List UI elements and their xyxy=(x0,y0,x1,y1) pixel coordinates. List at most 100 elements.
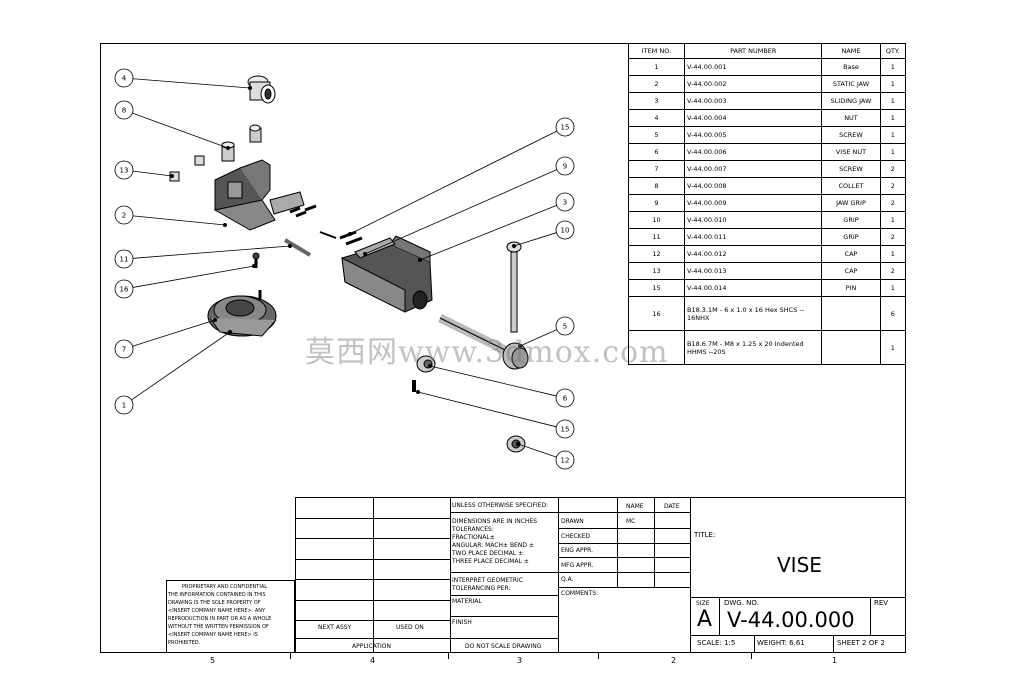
bom-item-no: 6 xyxy=(628,143,685,161)
bom-part-number: B18.3.1M - 6 x 1.0 x 16 Hex SHCS -- 16NH… xyxy=(683,296,823,331)
balloon-leader-end xyxy=(247,86,252,91)
bom-qty: 2 xyxy=(879,177,907,195)
balloon-12: 12 xyxy=(516,441,575,470)
finish-label: FINISH xyxy=(452,619,472,626)
balloon-leader-end xyxy=(415,389,420,394)
proprietary-box xyxy=(166,580,295,653)
balloon-label: 10 xyxy=(561,227,570,235)
balloon-label: 6 xyxy=(563,395,568,403)
title-label: TITLE: xyxy=(694,531,716,539)
balloon-circle xyxy=(114,249,134,269)
balloon-circle xyxy=(114,205,134,225)
balloon-6: 6 xyxy=(427,363,575,408)
balloon-leader xyxy=(132,245,291,259)
balloon-11: 11 xyxy=(114,243,292,269)
balloon-leader xyxy=(131,331,231,401)
balloon-circle xyxy=(555,419,575,439)
balloon-leader-end xyxy=(516,441,521,446)
balloon-label: 8 xyxy=(122,107,126,115)
balloon-label: 15 xyxy=(561,124,570,132)
bom-item-no: 12 xyxy=(628,245,685,263)
bom-qty: 1 xyxy=(879,211,907,229)
bom-header-name: NAME xyxy=(821,43,881,59)
balloon-label: 16 xyxy=(120,286,129,294)
bom-qty: 1 xyxy=(879,58,907,76)
balloon-leader-end xyxy=(251,263,256,268)
drawing-title: VISE xyxy=(777,553,822,577)
proprietary-line: <INSERT COMPANY NAME HERE> IS xyxy=(168,632,258,638)
part-screw-long xyxy=(438,313,529,370)
bom-part-name: CAP xyxy=(821,262,881,280)
balloon-leader-end xyxy=(512,243,517,248)
balloon-circle xyxy=(555,316,575,336)
bom-qty: 1 xyxy=(879,92,907,110)
zone-label: 3 xyxy=(517,656,523,665)
angular-label: ANGULAR: MACH± BEND ± xyxy=(452,542,534,549)
balloon-label: 3 xyxy=(563,199,567,207)
balloon-leader xyxy=(513,232,557,247)
bom-part-name xyxy=(821,296,881,331)
zone-label: 5 xyxy=(210,656,216,665)
bom-item-no: 7 xyxy=(628,160,685,178)
bom-item-no: 8 xyxy=(628,177,685,195)
drawn-name: MC xyxy=(626,518,636,525)
bom-part-number: V-44.00.002 xyxy=(683,75,823,93)
bom-item-no: 1 xyxy=(628,58,685,76)
bom-part-name: SCREW xyxy=(821,160,881,178)
two-place-label: TWO PLACE DECIMAL ± xyxy=(452,550,524,557)
watermark-text: 莫西网www.3dmox.com xyxy=(305,335,669,370)
zone-tick xyxy=(751,653,752,659)
balloon-circle xyxy=(114,160,134,180)
bom-header-item: ITEM NO. xyxy=(628,43,685,59)
balloon-leader-end xyxy=(347,231,352,236)
balloon-circle xyxy=(114,395,134,415)
balloon-label: 1 xyxy=(122,402,126,410)
bom-part-name: SCREW xyxy=(821,126,881,144)
qa-label: Q.A. xyxy=(561,576,574,583)
bom-part-name: COLLET xyxy=(821,177,881,195)
zone-label: 2 xyxy=(671,656,677,665)
balloon-9: 9 xyxy=(362,156,575,256)
part-grip-rod xyxy=(506,241,522,333)
balloon-leader xyxy=(132,170,173,177)
bom-part-number: V-44.00.010 xyxy=(683,211,823,229)
bom-item-no: 2 xyxy=(628,75,685,93)
balloon-leader xyxy=(519,329,557,347)
bom-qty: 1 xyxy=(879,126,907,144)
part-sliding-jaw xyxy=(341,235,433,313)
part-base xyxy=(207,290,277,337)
proprietary-line: REPRODUCTION IN PART OR AS A WHOLE xyxy=(168,616,272,622)
balloon-circle xyxy=(114,100,134,120)
bom-item-no: 5 xyxy=(628,126,685,144)
bom-part-number: V-44.00.003 xyxy=(683,92,823,110)
balloon-label: 11 xyxy=(120,256,129,264)
balloon-label: 15 xyxy=(561,426,570,434)
application-label: APPLICATION xyxy=(352,643,391,650)
balloon-13: 13 xyxy=(114,160,174,180)
bom-qty: 6 xyxy=(879,296,907,331)
bom-item-no: 10 xyxy=(628,211,685,229)
part-screws xyxy=(252,204,363,268)
bom-item-no: 3 xyxy=(628,92,685,110)
zone-label: 4 xyxy=(370,656,376,665)
balloon-leader-end xyxy=(212,317,217,322)
bom-part-name: VISE NUT xyxy=(821,143,881,161)
bom-part-name xyxy=(821,330,881,365)
bom-qty: 2 xyxy=(879,160,907,178)
bom-qty: 2 xyxy=(879,262,907,280)
material-label: MATERIAL xyxy=(452,598,482,605)
balloon-8: 8 xyxy=(114,100,230,150)
bom-qty: 1 xyxy=(879,245,907,263)
next-assy-label: NEXT ASSY xyxy=(318,624,352,631)
bom-part-name: STATIC JAW xyxy=(821,75,881,93)
balloon-leader-end xyxy=(227,329,232,334)
balloon-15: 15 xyxy=(347,117,575,236)
